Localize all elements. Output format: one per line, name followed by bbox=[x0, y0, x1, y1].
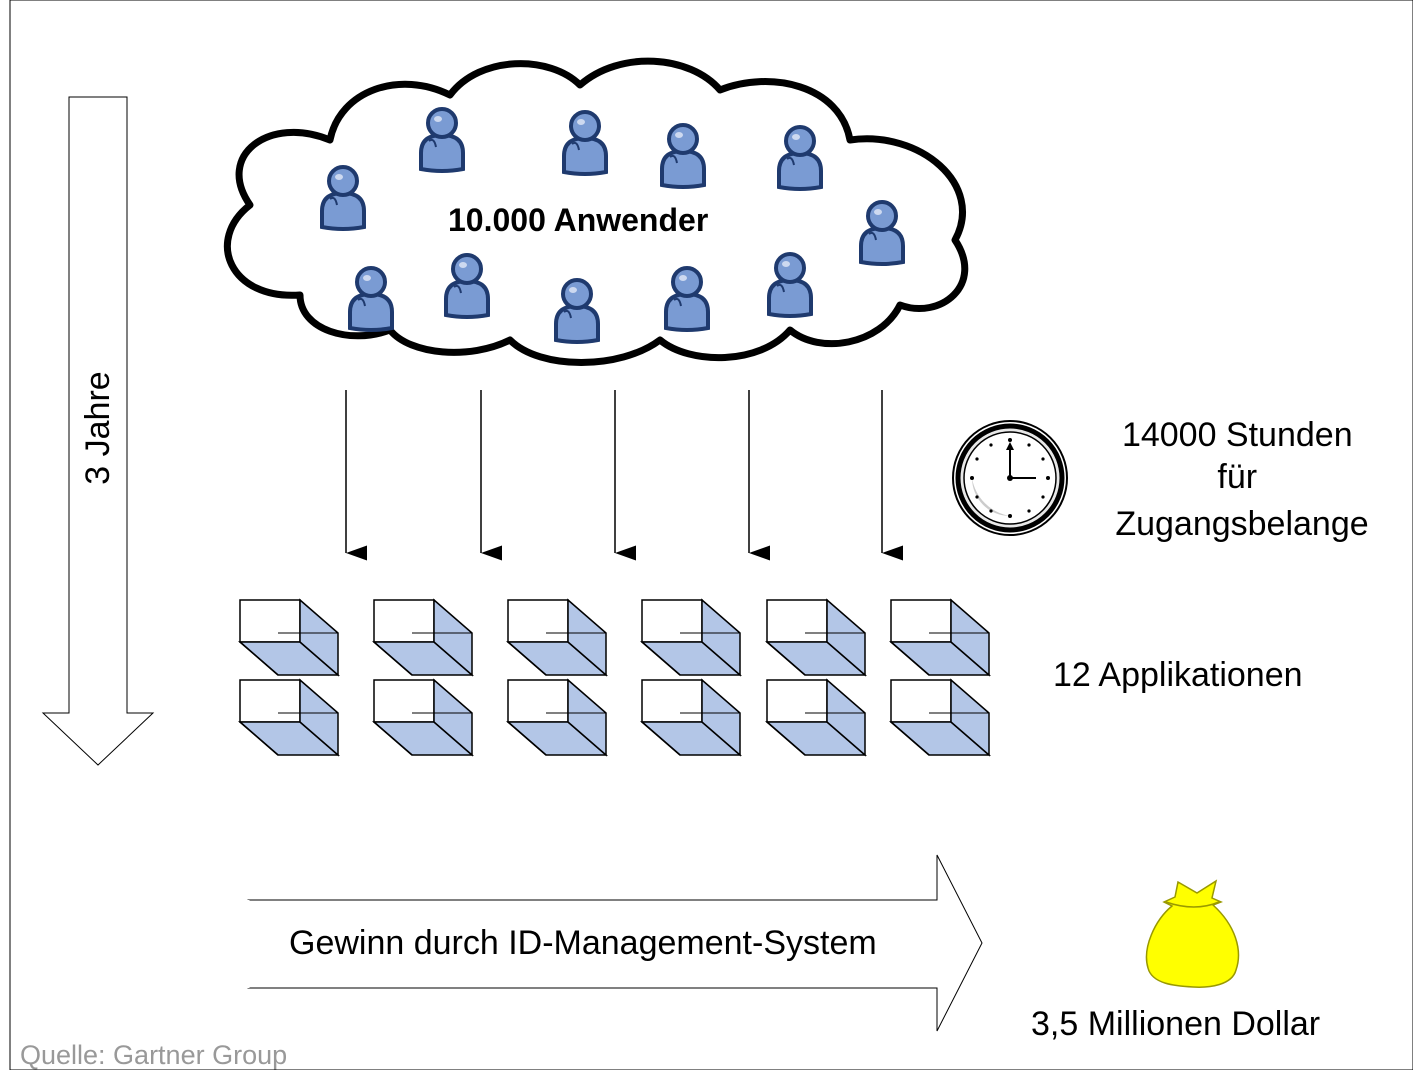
application-box-icon bbox=[890, 599, 990, 676]
user-icon bbox=[859, 200, 905, 266]
application-box-icon bbox=[641, 679, 741, 756]
user-icon bbox=[562, 110, 608, 176]
gain-label: Gewinn durch ID-Management-System bbox=[289, 924, 877, 962]
years-arrow: 3 Jahre bbox=[41, 96, 155, 766]
source-label: Quelle: Gartner Group bbox=[20, 1040, 287, 1070]
hours-label-line: Zugangsbelange bbox=[1115, 505, 1368, 543]
clock-icon bbox=[952, 420, 1068, 536]
application-box-icon bbox=[239, 679, 339, 756]
user-icon bbox=[348, 266, 394, 332]
application-box-icon bbox=[641, 599, 741, 676]
user-icon bbox=[554, 278, 600, 344]
user-icon bbox=[664, 266, 710, 332]
user-icon bbox=[660, 123, 706, 189]
years-label: 3 Jahre bbox=[79, 371, 117, 484]
hours-label-line: 14000 Stunden bbox=[1122, 416, 1353, 454]
hours-label-line: für bbox=[1217, 458, 1257, 496]
user-icon bbox=[767, 252, 813, 318]
money-bag-icon bbox=[1145, 879, 1240, 988]
application-box-icon bbox=[890, 679, 990, 756]
users-label: 10.000 Anwender bbox=[448, 202, 708, 238]
application-box-icon bbox=[507, 599, 607, 676]
applications-label: 12 Applikationen bbox=[1053, 656, 1303, 694]
page-frame bbox=[9, 0, 1413, 1070]
application-box-icon bbox=[373, 599, 473, 676]
application-grid bbox=[239, 599, 990, 756]
user-icon bbox=[320, 165, 366, 231]
application-box-icon bbox=[507, 679, 607, 756]
application-box-icon bbox=[766, 599, 866, 676]
access-arrows bbox=[345, 390, 903, 561]
application-box-icon bbox=[373, 679, 473, 756]
application-box-icon bbox=[239, 599, 339, 676]
application-box-icon bbox=[766, 679, 866, 756]
money-label: 3,5 Millionen Dollar bbox=[1031, 1005, 1320, 1043]
user-icon bbox=[419, 107, 465, 173]
user-icon bbox=[444, 253, 490, 319]
gain-arrow: Gewinn durch ID-Management-System bbox=[246, 854, 983, 1032]
hours-label: 14000 Stunden für Zugangsbelange bbox=[1115, 416, 1368, 543]
user-icon bbox=[777, 125, 823, 191]
